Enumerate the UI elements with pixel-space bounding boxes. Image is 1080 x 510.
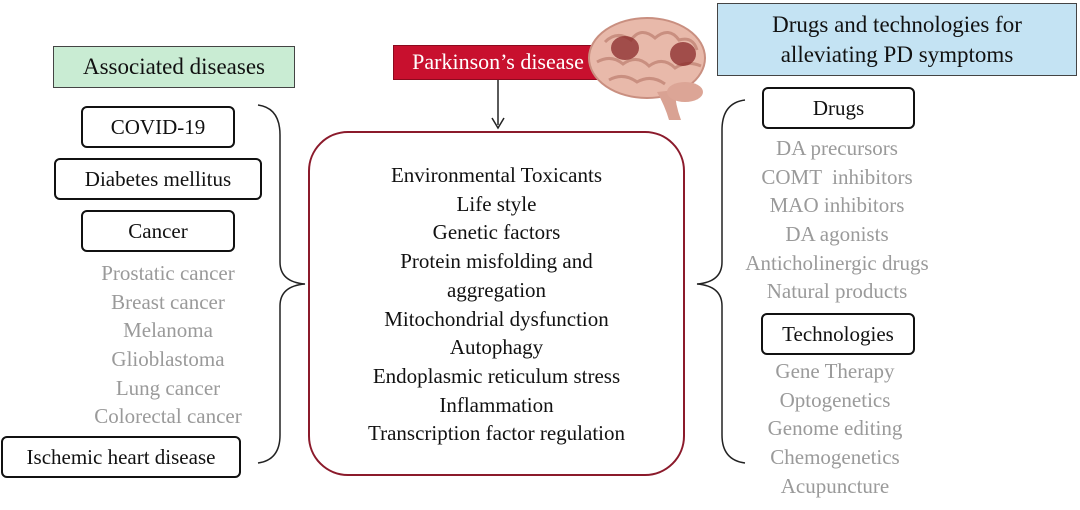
arrow-head bbox=[491, 117, 505, 130]
associated-diseases-header: Associated diseases bbox=[53, 46, 295, 88]
list-item: Colorectal cancer bbox=[94, 404, 242, 429]
covid-19-box: COVID-19 bbox=[81, 106, 235, 148]
list-item: Melanoma bbox=[123, 318, 213, 343]
drugs-list: DA precursors COMT inhibitors MAO inhibi… bbox=[727, 134, 947, 306]
right-brace bbox=[696, 99, 746, 464]
list-item: Chemogenetics bbox=[770, 445, 900, 470]
list-item: Glioblastoma bbox=[111, 347, 225, 372]
associated-diseases-label: Associated diseases bbox=[82, 54, 266, 80]
ischemic-heart-disease-box: Ischemic heart disease bbox=[1, 436, 241, 478]
list-item: Life style bbox=[456, 191, 537, 216]
list-item: Endoplasmic reticulum stress bbox=[372, 363, 621, 388]
list-item: COMT inhibitors bbox=[761, 164, 913, 189]
drugs-technologies-label-line2: alleviating PD symptoms bbox=[780, 41, 1014, 67]
list-item: Acupuncture bbox=[780, 473, 890, 498]
parkinsons-disease-label: Parkinson’s disease bbox=[412, 49, 584, 75]
drugs-technologies-label-line1: Drugs and technologies for bbox=[772, 11, 1022, 37]
list-item: Optogenetics bbox=[779, 387, 891, 412]
list-item: MAO inhibitors bbox=[769, 193, 905, 218]
list-item: aggregation bbox=[446, 277, 547, 302]
ischemic-heart-disease-label: Ischemic heart disease bbox=[26, 444, 216, 469]
drugs-box: Drugs bbox=[762, 87, 915, 129]
pd-causes-list: Environmental Toxicants Life style Genet… bbox=[310, 161, 683, 448]
left-brace bbox=[257, 104, 306, 464]
list-item: Inflammation bbox=[439, 392, 554, 417]
brain-icon bbox=[588, 17, 706, 120]
list-item: Natural products bbox=[766, 279, 908, 304]
parkinsons-disease-header: Parkinson’s disease bbox=[393, 45, 603, 80]
cancer-types-list: Prostatic cancer Breast cancer Melanoma … bbox=[60, 259, 276, 431]
list-item: DA precursors bbox=[776, 136, 898, 160]
list-item: DA agonists bbox=[785, 222, 889, 247]
diabetes-mellitus-box: Diabetes mellitus bbox=[54, 158, 262, 200]
list-item: Protein misfolding and bbox=[400, 249, 593, 274]
technologies-box: Technologies bbox=[761, 313, 915, 355]
list-item: Anticholinergic drugs bbox=[745, 250, 929, 275]
list-item: Gene Therapy bbox=[775, 359, 895, 383]
list-item: Genetic factors bbox=[432, 220, 561, 245]
cancer-label: Cancer bbox=[128, 218, 188, 243]
drugs-technologies-header: Drugs and technologies for alleviating P… bbox=[717, 3, 1077, 76]
drugs-label: Drugs bbox=[812, 95, 865, 120]
covid-19-label: COVID-19 bbox=[110, 114, 206, 139]
list-item: Transcription factor regulation bbox=[368, 421, 625, 446]
cancer-box: Cancer bbox=[81, 210, 235, 252]
list-item: Genome editing bbox=[767, 416, 903, 441]
list-item: Lung cancer bbox=[115, 375, 221, 400]
pd-causes-box: Environmental Toxicants Life style Genet… bbox=[308, 131, 685, 476]
list-item: Autophagy bbox=[449, 335, 544, 360]
diabetes-mellitus-label: Diabetes mellitus bbox=[84, 166, 232, 191]
technologies-list: Gene Therapy Optogenetics Genome editing… bbox=[727, 357, 943, 500]
list-item: Environmental Toxicants bbox=[390, 163, 602, 187]
technologies-label: Technologies bbox=[782, 321, 894, 346]
list-item: Breast cancer bbox=[111, 289, 225, 314]
list-item: Prostatic cancer bbox=[101, 261, 235, 285]
list-item: Mitochondrial dysfunction bbox=[384, 306, 609, 331]
